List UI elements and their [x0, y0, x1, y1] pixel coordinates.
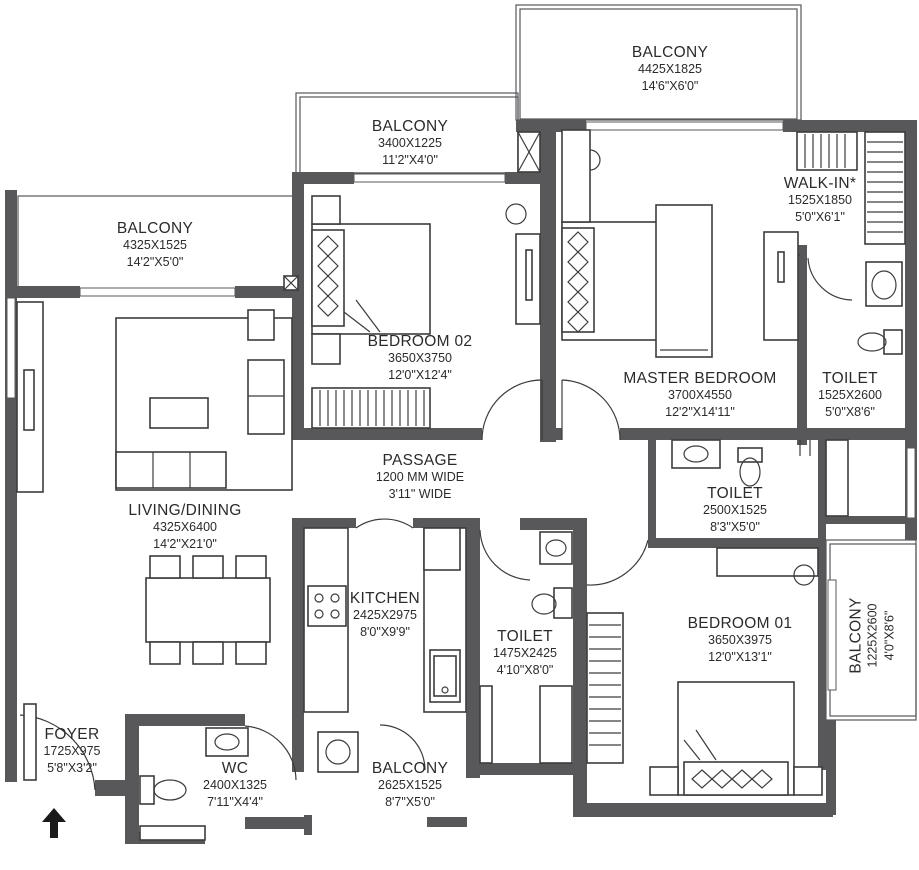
label-master-bedroom: MASTER BEDROOM 3700X4550 12'2"X14'11": [623, 370, 777, 419]
wc-fixtures: [23, 703, 249, 841]
toilet-mid-fixtures: [671, 439, 849, 586]
living-furniture: [16, 301, 293, 665]
label-bedroom-02: BEDROOM 02 3650X3750 12'0"X12'4": [367, 333, 473, 382]
label-kitchen: KITCHEN 2425X2975 8'0"X9'9": [349, 590, 421, 639]
label-toilet-small: TOILET 1475X2425 4'10"X8'0": [493, 628, 557, 677]
shafts: [283, 131, 541, 291]
label-bedroom-01: BEDROOM 01 3650X3975 12'0"X13'1": [687, 615, 793, 664]
master-bedroom-furniture: [561, 129, 906, 358]
label-balcony-top-mid: BALCONY 3400X1225 11'2"X4'0": [371, 118, 449, 167]
bedroom-02-furniture: [311, 195, 541, 429]
label-walk-in: WALK-IN* 1525X1850 5'0"X6'1": [783, 175, 857, 224]
kitchen-fixtures: [303, 527, 467, 773]
label-balcony-bottom: BALCONY 2625X1525 8'7"X5'0": [371, 760, 449, 809]
label-balcony-left: BALCONY 4325X1525 14'2"X5'0": [116, 220, 194, 269]
label-toilet-mid: TOILET 2500X1525 8'3"X5'0": [703, 485, 767, 534]
bedroom-01-furniture: [586, 612, 823, 796]
label-living-dining: LIVING/DINING 4325X6400 14'2"X21'0": [128, 502, 242, 551]
label-toilet-master: TOILET 1525X2600 5'0"X8'6": [818, 370, 882, 419]
doors: [19, 254, 853, 791]
label-passage: PASSAGE 1200 MM WIDE 3'11" WIDE: [375, 452, 465, 501]
label-wc: WC 2400X1325 7'11"X4'4": [203, 760, 267, 809]
windows: [6, 121, 916, 691]
entry-arrow-icon: [42, 808, 66, 838]
label-balcony-top-right: BALCONY 4425X1825 14'6"X6'0": [631, 44, 709, 93]
label-balcony-right: BALCONY 1225X2600 4'0"X8'6": [847, 597, 897, 674]
toilet-small-fixtures: [479, 531, 573, 764]
label-foyer: FOYER 1725X975 5'8"X3'2": [43, 726, 101, 775]
